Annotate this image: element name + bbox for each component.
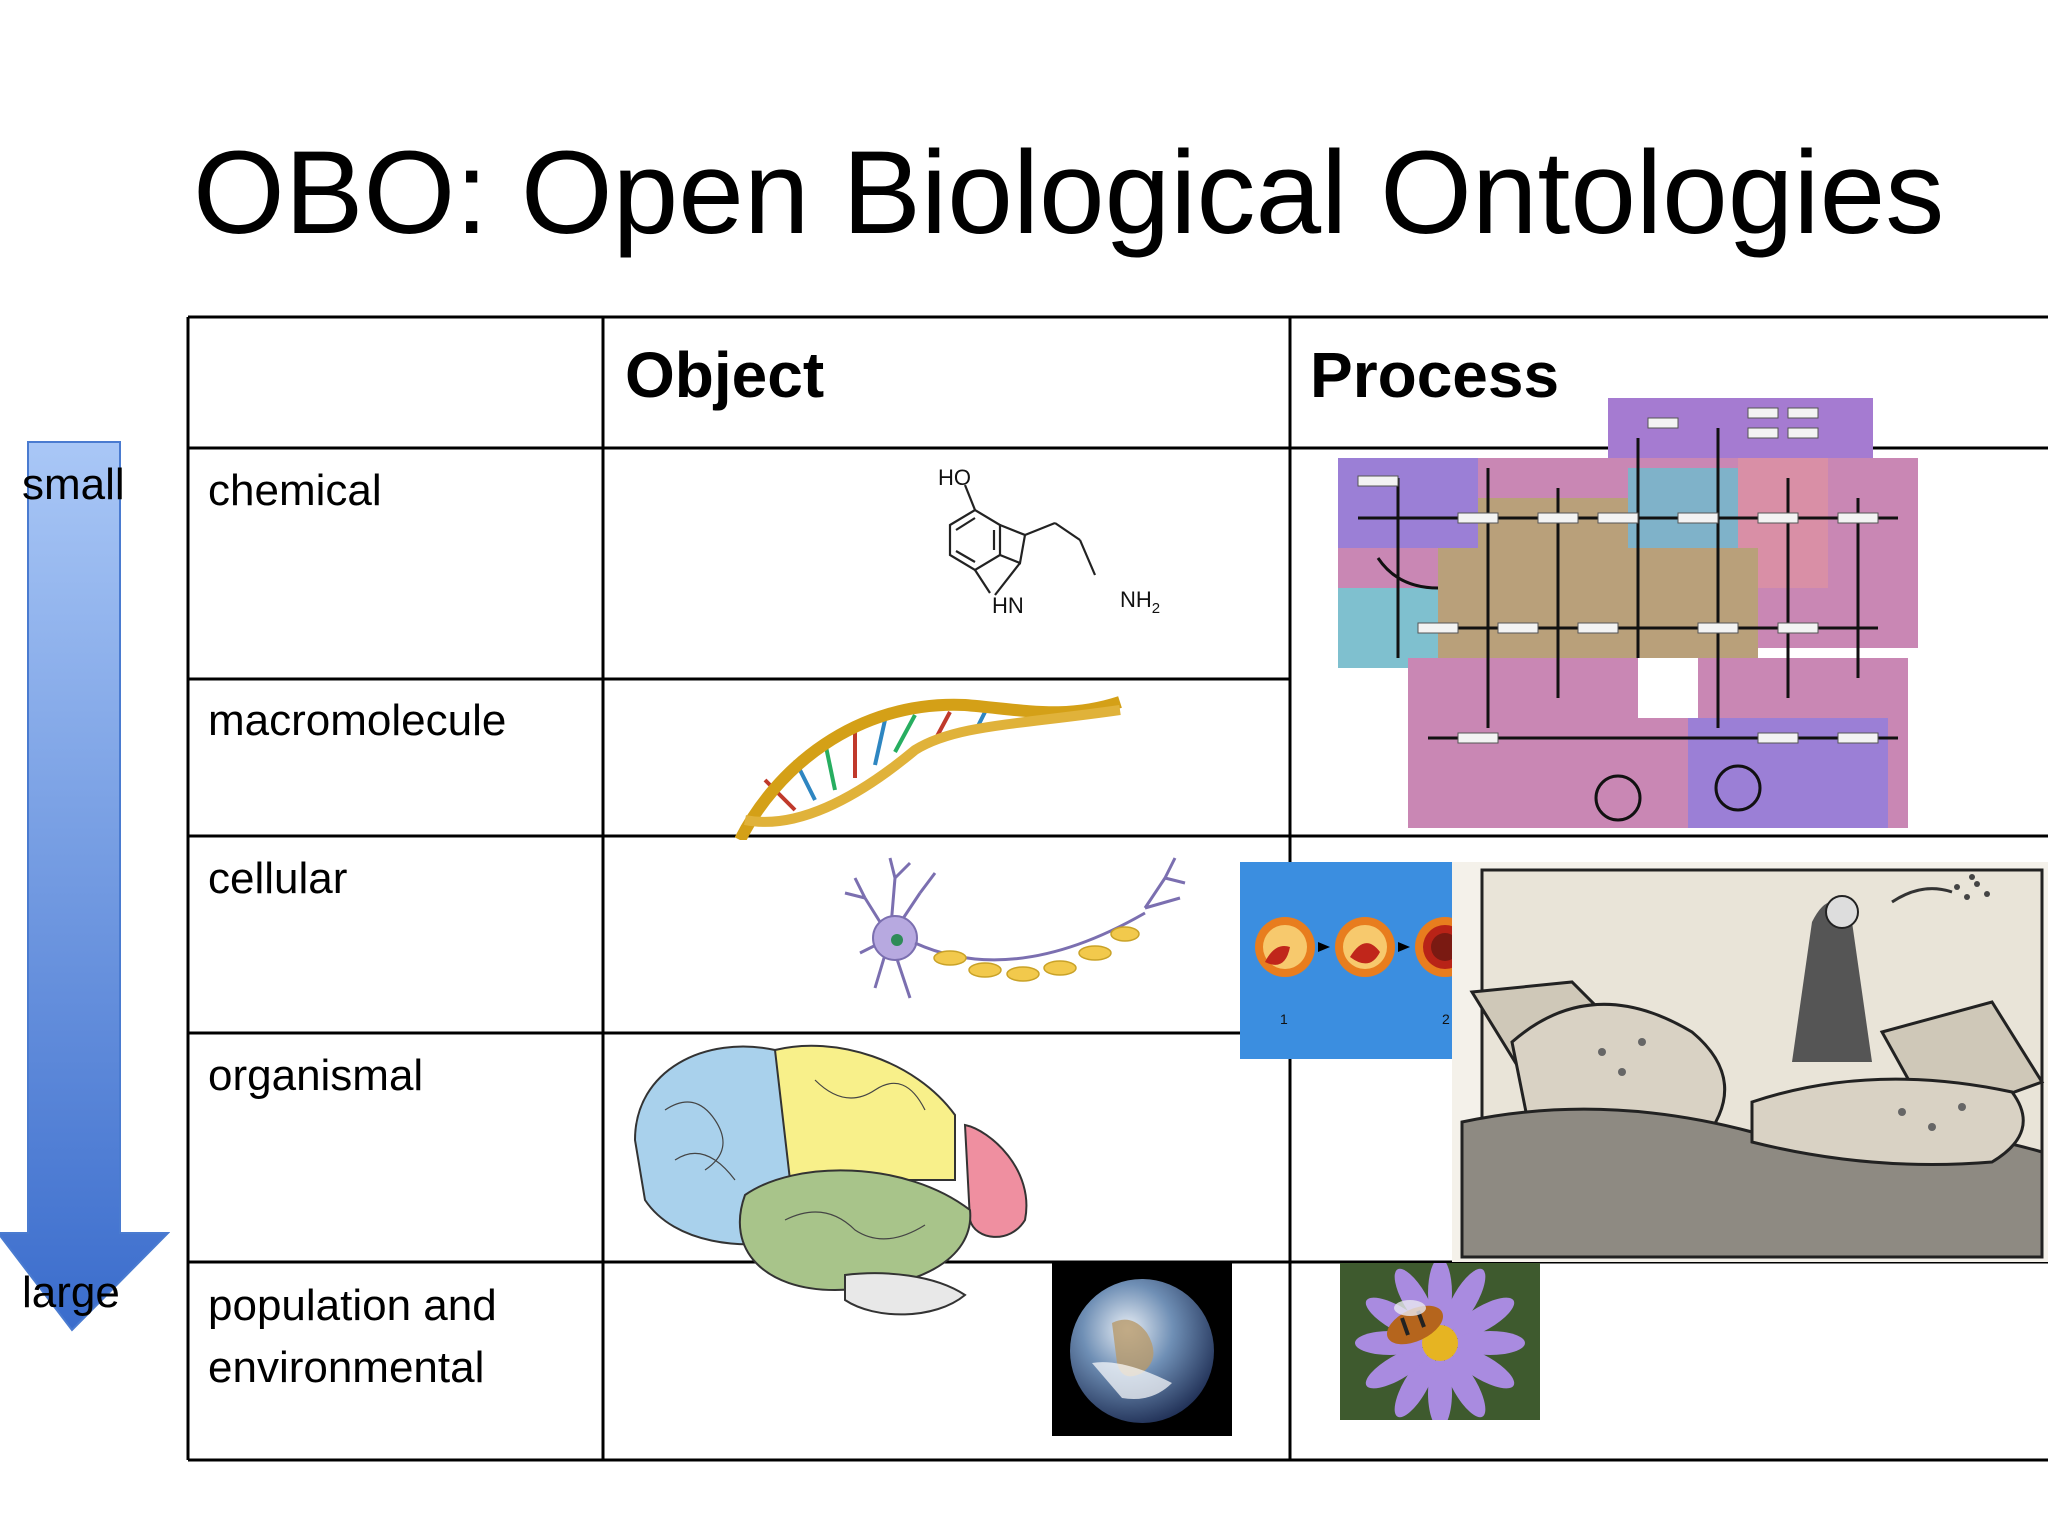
cell-step-1: 1 — [1280, 1011, 1288, 1027]
bee-on-flower-image — [1340, 1263, 1540, 1420]
row-label-cellular: cellular — [208, 854, 348, 903]
serotonin-molecule-image: HO HN NH2 — [938, 465, 1160, 618]
scale-large-label: large — [22, 1268, 120, 1317]
plague-illustration-image — [1452, 862, 2048, 1262]
slide-title: OBO: Open Biological Ontologies — [193, 127, 1945, 259]
dna-helix-image — [735, 696, 1122, 840]
brain-image — [633, 1044, 1028, 1316]
earth-image — [1052, 1263, 1232, 1436]
neuron-image — [844, 857, 1186, 999]
cell-division-image: 1 2 — [1240, 862, 1494, 1059]
scale-small-label: small — [22, 460, 125, 509]
nh2-label: NH2 — [1120, 587, 1160, 617]
ho-label: HO — [938, 465, 971, 490]
column-header-object: Object — [625, 339, 825, 411]
metabolic-pathway-map-image — [1338, 398, 1918, 828]
scale-arrow — [0, 441, 170, 1332]
column-header-process: Process — [1310, 339, 1560, 411]
row-label-macromolecule: macromolecule — [208, 696, 507, 745]
hn-label: HN — [992, 593, 1024, 618]
row-label-organismal: organismal — [208, 1051, 424, 1100]
row-label-population: population and environmental — [208, 1281, 497, 1392]
cell-step-2: 2 — [1442, 1011, 1450, 1027]
row-label-chemical: chemical — [208, 466, 382, 515]
